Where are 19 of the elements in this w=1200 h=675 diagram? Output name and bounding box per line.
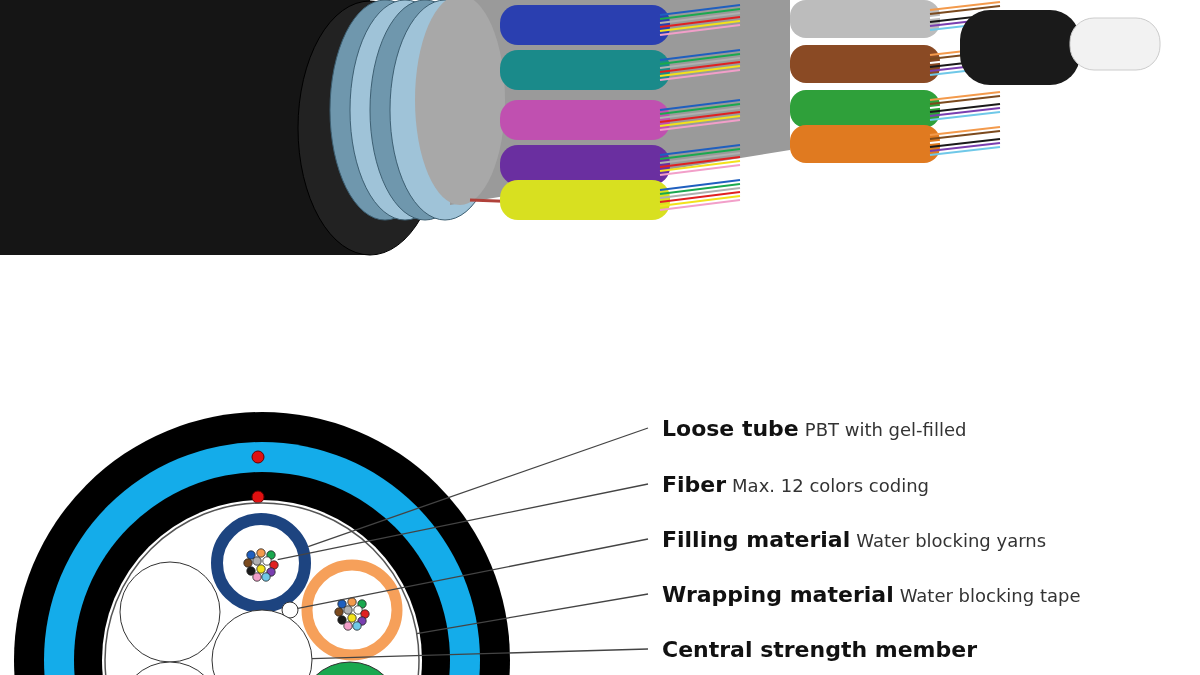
- part-description: Max. 12 colors coding: [732, 475, 929, 496]
- wrapping-tape-ring: [104, 502, 420, 675]
- leader-line: [277, 483, 649, 561]
- part-name: Fiber: [662, 472, 727, 497]
- part-name: Loose tube: [662, 416, 799, 441]
- loose-tube-ring: [211, 513, 311, 613]
- part-description: Water blocking tape: [899, 585, 1081, 606]
- part-description: Water blocking yarns: [856, 530, 1047, 551]
- leader-line: [311, 648, 649, 660]
- leader-line: [297, 538, 649, 610]
- leader-line: [416, 593, 649, 635]
- central-strength-member: [211, 609, 313, 675]
- fiber-bundle: [243, 548, 279, 582]
- leader-line: [307, 427, 649, 548]
- filling-yarn-circle: [281, 601, 299, 619]
- part-description: PBT with gel-filled: [804, 419, 967, 440]
- part-name: Filling material: [662, 527, 851, 552]
- part-name: Wrapping material: [662, 582, 894, 607]
- part-name: Central strength member: [662, 637, 978, 662]
